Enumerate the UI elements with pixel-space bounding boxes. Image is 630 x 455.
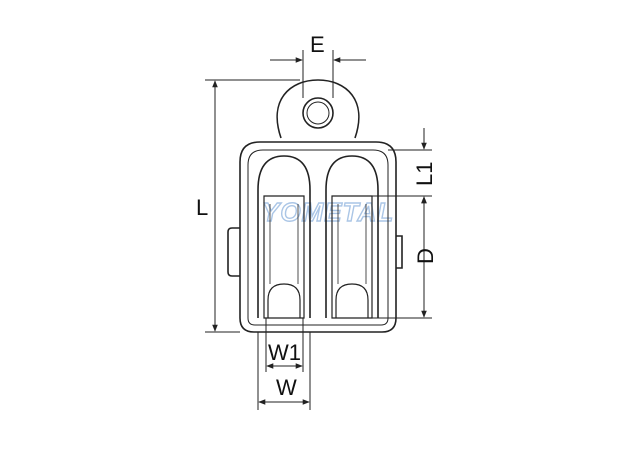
eye-hole-inner: [306, 101, 330, 125]
block-body: [227, 141, 403, 333]
right-pin-boss: [396, 235, 403, 269]
dimension-d-label: D: [413, 248, 438, 264]
body-inner-outline: [247, 149, 389, 326]
dimension-l-label: L: [196, 195, 208, 220]
left-wheel-groove: [267, 283, 301, 318]
dimension-l: [205, 79, 300, 333]
dimension-w: [257, 332, 311, 410]
body-outline: [239, 141, 397, 333]
dimension-d: [372, 196, 432, 319]
right-wheel-groove: [335, 283, 369, 318]
dimension-e: [270, 50, 366, 98]
dimension-e-label: E: [310, 32, 325, 57]
left-sheave-slot: [257, 155, 311, 318]
watermark-text: YOMETAL: [262, 197, 394, 227]
left-sheave: [257, 155, 311, 319]
dimension-w1-label: W1: [268, 340, 301, 365]
eye-outer: [276, 79, 360, 139]
watermark-logo: YOMETAL: [261, 196, 394, 227]
dimension-w-label: W: [276, 375, 297, 400]
right-sheave-slot: [325, 155, 379, 318]
eye-loop: [276, 79, 360, 139]
left-wheel: [263, 195, 305, 319]
right-sheave: [325, 155, 379, 319]
eye-hole: [302, 97, 334, 129]
dimension-w1: [265, 318, 304, 372]
dimension-l1-label: L1: [412, 162, 437, 186]
left-pin-boss: [227, 227, 240, 277]
